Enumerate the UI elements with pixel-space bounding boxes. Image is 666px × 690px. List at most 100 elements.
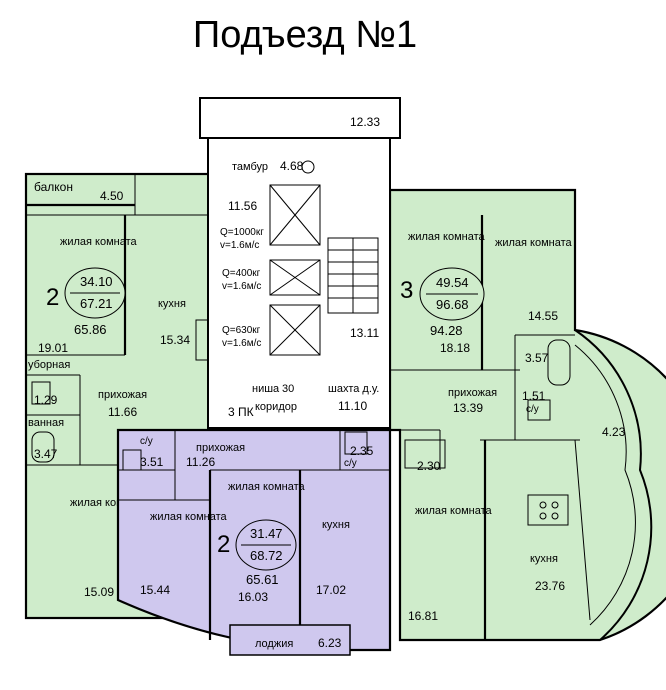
toilet-icon [344,431,368,455]
loggia-arc-inner [574,344,636,626]
elevator-cross [269,184,321,246]
bathtub-icon [31,431,55,463]
wc2-area: 2.35 [350,444,374,458]
kitchen-label: кухня [158,298,186,310]
loggia-area: 6.23 [318,636,342,650]
apartment-center[interactable]: с/у 3.51 прихожая 11.26 2.35 с/у жилая к… [116,428,392,656]
loggia-label: лоджия [255,638,293,650]
hall-area: 13.39 [453,401,483,415]
apartment-right[interactable]: 3 49.54 96.68 94.28 жилая комната 18.18 … [388,188,666,642]
lift-1-speed: v=1.6м/с [220,240,259,251]
toilet-label: уборная [28,359,70,371]
burner-icon [551,512,559,520]
wc2-label: с/у [344,458,357,469]
lift-3-capacity: Q=630кг [222,325,261,336]
lift-3-speed: v=1.6м/с [222,338,261,349]
elevator-2 [269,259,321,296]
core-balcony-area: 12.33 [350,115,380,129]
nisha-label: ниша [252,383,280,395]
core-balcony [199,97,401,139]
room-label: жилая комната [150,511,228,523]
stair-area: 13.11 [350,326,379,340]
elevator-cross [269,259,321,296]
lift-2-speed: v=1.6м/с [222,281,261,292]
room-area: 15.09 [84,585,114,599]
rooms-count: 3 [400,277,413,304]
area-total: 67.21 [80,296,113,311]
room-area: 19.01 [38,341,68,355]
wc2-area: 2.30 [417,459,441,473]
burner-icon [539,501,547,509]
wc-label: с/у [140,436,153,447]
tambur-area: 4.68 [280,159,304,173]
kitchen-area: 15.34 [160,333,190,347]
shakhta-area: 11.10 [338,399,367,413]
room-label: жилая комната [408,231,486,243]
pk-label: 3 ПК [228,405,254,419]
rooms-count: 2 [46,284,59,311]
area-alt: 94.28 [430,323,463,338]
room-label: жилая комната [228,481,306,493]
loggia-arc [574,329,653,641]
hall-area: 11.66 [108,405,137,419]
area-total: 96.68 [436,297,469,312]
area-alt: 65.86 [74,322,107,337]
lift-2-capacity: Q=400кг [222,268,261,279]
wall [574,439,591,621]
hall-label: прихожая [448,387,497,399]
area-living: 34.10 [80,274,113,289]
kitchen-area: 23.76 [535,579,565,593]
kitchen-label: кухня [530,553,558,565]
area-living: 31.47 [250,526,283,541]
hall-area: 11.56 [228,199,257,213]
nisha-area: 30 [282,383,294,395]
hall-area: 11.26 [186,455,215,469]
sink-icon [404,439,446,469]
bath-area: 3.47 [34,447,58,461]
shakhta-label: шахта д.у. [328,383,379,395]
hall-label: прихожая [196,442,245,454]
elevator-cross [269,304,321,356]
fire-icon [301,160,315,174]
elevator-1 [269,184,321,246]
loggia [229,624,351,656]
elevator-3 [269,304,321,356]
bathtub-icon [547,339,571,386]
room-area: 14.55 [528,309,558,323]
balcony-area: 4.50 [100,189,124,203]
tambur-label: тамбур [232,161,268,173]
room-label: жилая комната [60,236,138,248]
lift-1-capacity: Q=1000кг [220,227,264,238]
wc-area: 1.51 [522,389,546,403]
burner-icon [539,512,547,520]
room-area: 16.03 [238,590,268,604]
area-living: 49.54 [436,275,469,290]
toilet-area: 1.29 [34,393,58,407]
toilet-icon [31,381,51,405]
koridor-label: коридор [255,401,297,413]
toilet-icon [527,399,551,421]
page-title: Подъезд №1 [192,14,418,56]
loggia-area: 4.23 [602,425,626,439]
rooms-count: 2 [217,531,230,558]
wc-label: с/у [526,404,539,415]
kitchen-label: кухня [322,519,350,531]
wc-area: 3.51 [140,455,164,469]
room-label: жилая комната [495,237,573,249]
core-hall [207,137,391,429]
room-area: 18.18 [440,341,470,355]
area-total: 68.72 [250,548,283,563]
balcony-label: балкон [34,180,73,194]
kitchen-area: 17.02 [316,583,346,597]
toilet-icon [122,449,142,471]
burner-icon [551,501,559,509]
room-label: жилая комната [415,505,493,517]
room-area: 16.81 [408,609,438,623]
room-area: 15.44 [140,583,170,597]
stove-icon [527,494,569,526]
bath-area: 3.57 [525,351,549,365]
building-core: 12.33 тамбур 4.68 11.56 Q=1000кг v=1.6м/… [199,97,401,429]
bath-label: ванная [28,417,64,429]
hall-label: прихожая [98,389,147,401]
